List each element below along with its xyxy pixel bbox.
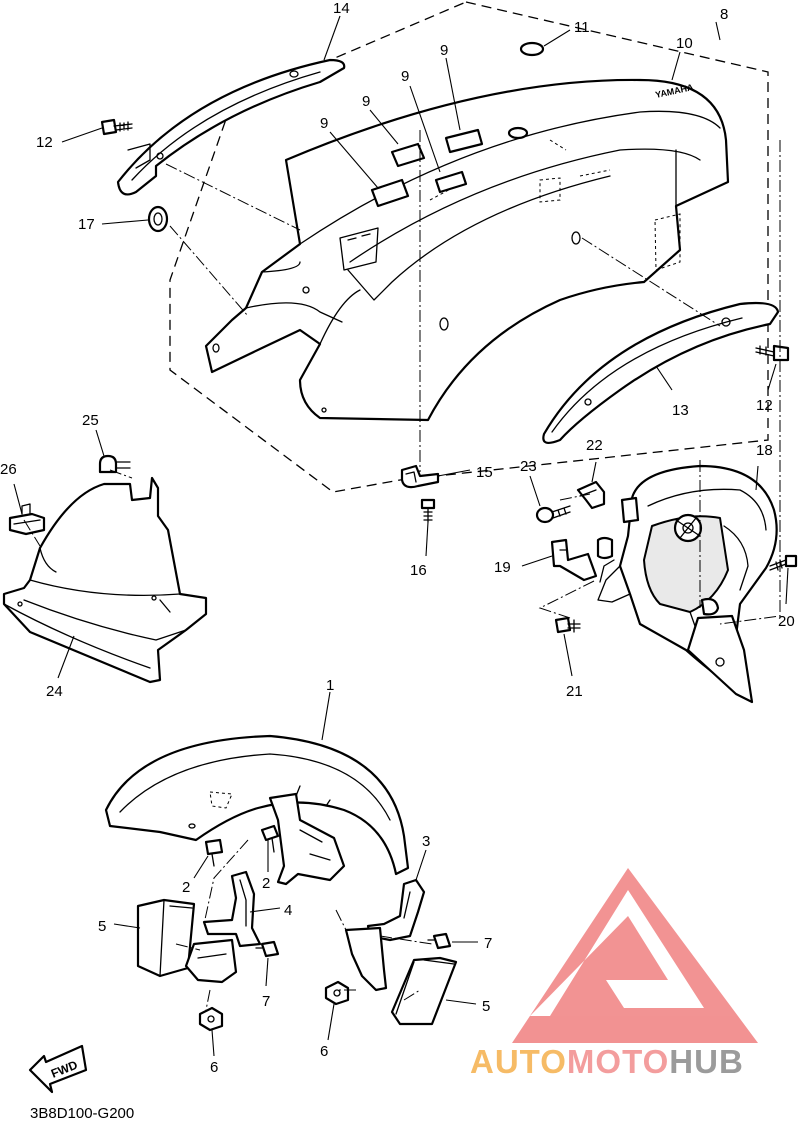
clip-15[interactable] [400,464,440,489]
callout-numbers: 14 11 8 10 9 9 9 9 12 17 13 12 25 26 24 … [0,0,795,1076]
reflector-mount-left[interactable] [184,938,238,984]
callout-18: 18 [756,442,773,459]
callout-9a: 9 [440,42,448,59]
callout-20: 20 [778,613,795,630]
callout-7a: 7 [262,993,270,1010]
callout-19: 19 [494,559,511,576]
watermark-logo: AUTOMOTOHUB [470,868,758,1080]
bracket-19[interactable] [550,538,598,582]
callout-6b: 6 [320,1043,328,1060]
callout-9d: 9 [320,115,328,132]
nut-7-left[interactable] [255,940,280,958]
bolt-2-left[interactable] [204,838,224,867]
forward-direction-arrow: FWD [28,1044,88,1094]
callout-12b: 12 [756,397,773,414]
callout-16: 16 [410,562,427,579]
grommet-17[interactable] [147,205,169,233]
assembly-lines [23,130,781,1011]
screw-16[interactable] [420,498,436,523]
callout-7b: 7 [484,935,492,952]
callout-24: 24 [46,683,63,700]
screw-25[interactable] [98,454,131,474]
rear-fender-group-frame [169,1,769,493]
nut-6-right[interactable] [324,980,350,1006]
side-rail-13[interactable] [542,301,780,445]
rear-fender[interactable]: YAMAHA [204,78,730,422]
callout-2a: 2 [182,879,190,896]
nut-7-right[interactable] [427,932,452,950]
bolt-12-left[interactable] [100,118,133,136]
callout-17: 17 [78,216,95,233]
callout-9c: 9 [362,93,370,110]
watermark-auto: AUTO [470,1043,567,1080]
callout-22: 22 [586,437,603,454]
callout-26: 26 [0,461,17,478]
watermark-text: AUTOMOTOHUB [470,1043,744,1080]
callout-5a: 5 [98,918,106,935]
label-stickers-9 [370,128,484,208]
watermark-triangle [512,868,758,1043]
washer-11[interactable] [507,41,545,140]
front-fender-1[interactable] [104,734,410,876]
callout-23: 23 [520,458,537,475]
diagram-code: 3B8D100-G200 [30,1105,134,1122]
watermark-moto: MOTO [567,1043,669,1080]
callout-25: 25 [82,412,99,429]
nut-clip-26[interactable] [8,503,46,536]
screw-23[interactable] [535,505,571,524]
callout-1: 1 [326,677,334,694]
bolt-2-right[interactable] [260,824,280,853]
reflector-5-right[interactable] [390,956,458,1026]
screw-21[interactable] [554,616,581,634]
tail-light-18[interactable] [596,464,778,704]
rear-cover-24[interactable] [2,476,208,684]
callout-10: 10 [676,35,693,52]
leader-lines [13,15,789,1057]
callout-12a: 12 [36,134,53,151]
callout-5b: 5 [482,998,490,1015]
clamp-22[interactable] [576,480,606,510]
callout-14: 14 [333,0,350,17]
callout-2b: 2 [262,875,270,892]
bracket-4[interactable] [202,792,346,948]
callout-9b: 9 [401,68,409,85]
reflector-5-left[interactable] [136,898,196,978]
callout-3: 3 [422,833,430,850]
callout-11: 11 [574,19,590,36]
bracket-3[interactable] [344,878,426,992]
screw-20[interactable] [769,554,798,571]
callout-4: 4 [284,902,292,919]
callout-13: 13 [672,402,689,419]
bolt-12-right[interactable] [755,344,790,362]
callout-15: 15 [476,464,493,481]
nut-6-left[interactable] [198,1006,224,1032]
callout-8: 8 [720,6,728,23]
callout-6a: 6 [210,1059,218,1076]
side-rail-14[interactable] [116,58,346,196]
watermark-hub: HUB [669,1043,744,1080]
callout-21: 21 [566,683,583,700]
